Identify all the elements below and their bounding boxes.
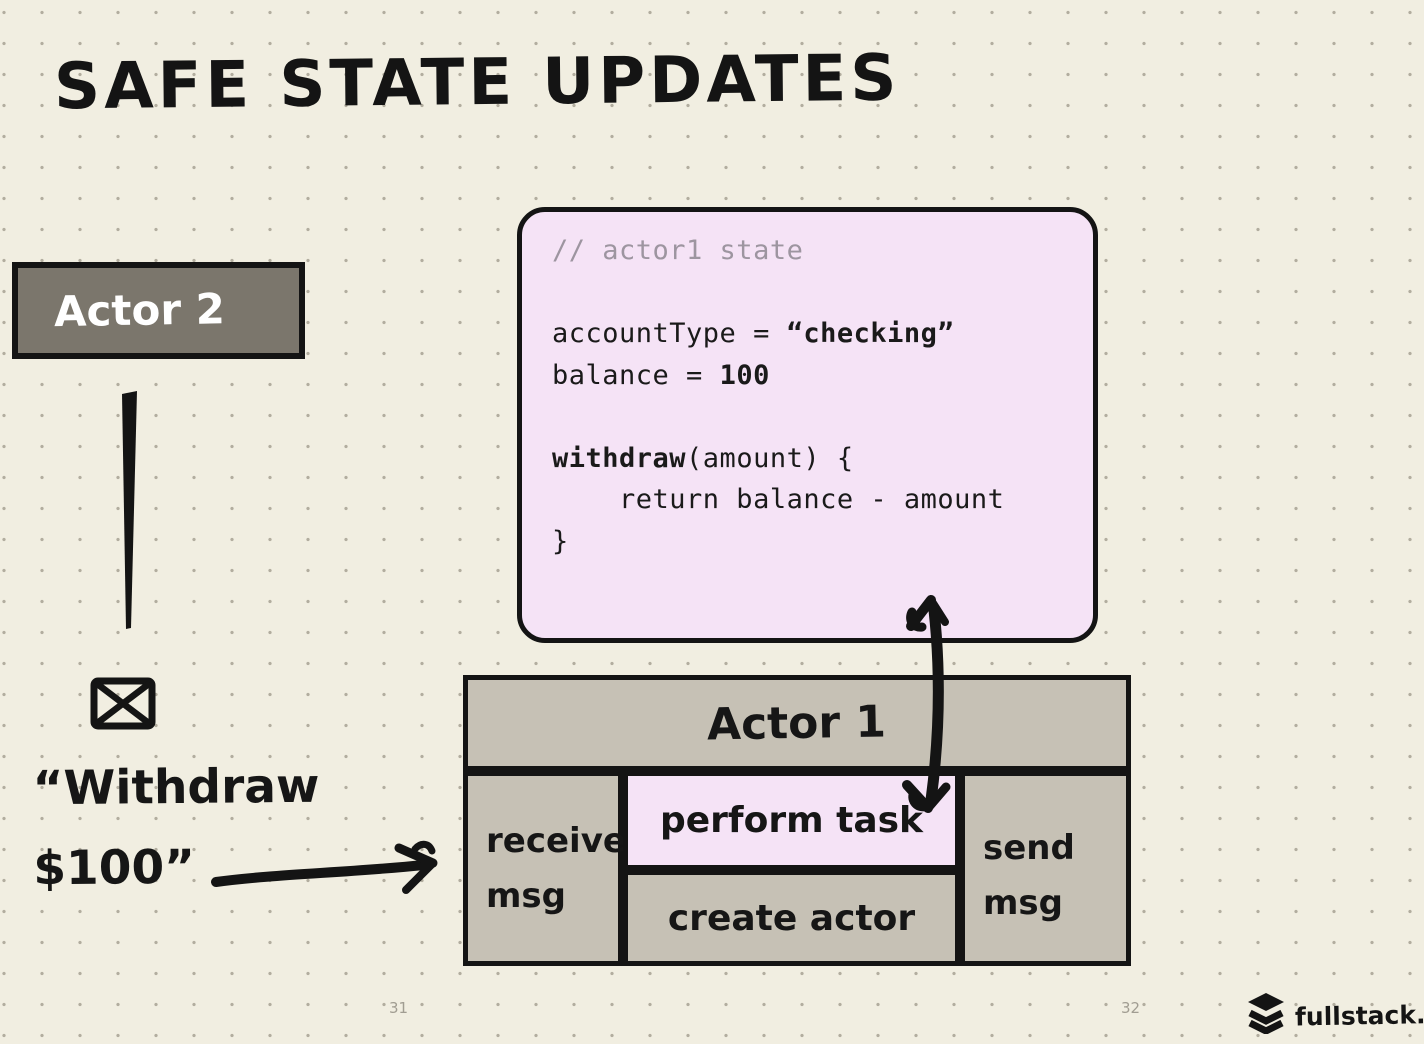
code-function-body: return balance - amount xyxy=(552,484,1005,515)
page-number-left: 31 xyxy=(389,999,409,1017)
actor1-state-code-box: // actor1 state accountType = “checking”… xyxy=(517,207,1098,643)
actor1-title: Actor 1 xyxy=(707,695,887,751)
actor1-create-actor-cell: create actor xyxy=(623,870,960,966)
code-comment: // actor1 state xyxy=(552,235,804,266)
envelope-icon xyxy=(90,677,156,734)
actor1-send-msg-cell: send msg xyxy=(960,771,1131,966)
slide-title: SAFE STATE UPDATES xyxy=(53,41,901,125)
brand-logo: fullstack.zip xyxy=(1246,992,1424,1038)
code-function-close: } xyxy=(552,525,569,557)
withdraw-message-text: “Withdraw $100” xyxy=(32,758,320,897)
actor1-perform-task-cell: perform task xyxy=(623,771,960,870)
actor1-header: Actor 1 xyxy=(463,675,1131,771)
actor1-receive-msg-cell: receive msg xyxy=(463,771,626,966)
actor2-timeline-stroke xyxy=(122,391,137,629)
code-assignment-balance: balance = 100 xyxy=(552,359,770,391)
layers-stack-icon xyxy=(1246,992,1286,1038)
actor2-box: Actor 2 xyxy=(12,262,305,359)
create-actor-label: create actor xyxy=(667,897,916,939)
brand-name: fullstack.zip xyxy=(1294,999,1424,1031)
actor2-label: Actor 2 xyxy=(53,284,226,337)
code-blank-line xyxy=(552,272,1073,314)
perform-task-label: perform task xyxy=(659,800,923,841)
code-blank-line xyxy=(552,396,1073,438)
page-number-right: 32 xyxy=(1121,999,1141,1017)
code-assignment-account-type: accountType = “checking” xyxy=(552,318,955,349)
code-function-header: withdraw(amount) { xyxy=(552,442,854,474)
